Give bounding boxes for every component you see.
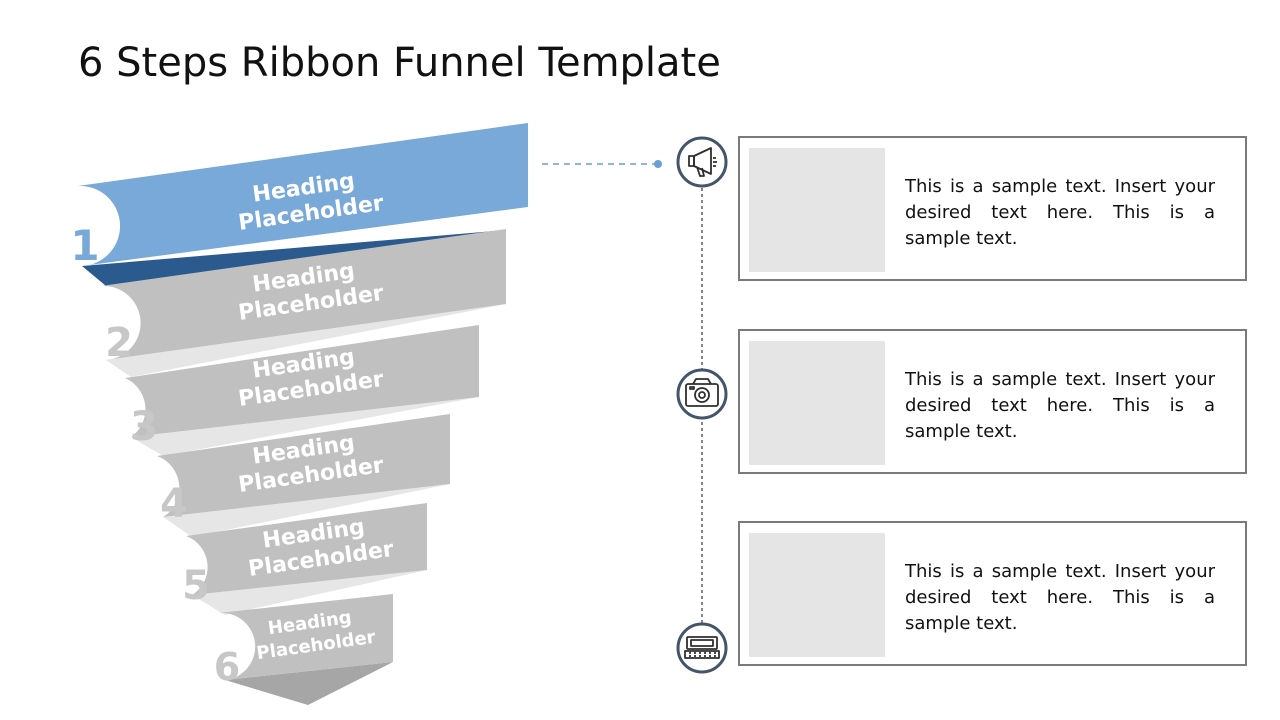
funnel-step-4-ribbon xyxy=(157,414,450,517)
card-text: This is a sample text. Insert your desir… xyxy=(905,369,1215,442)
funnel-step-2: Heading Placeholder 2 xyxy=(82,229,506,366)
text-card-1: This is a sample text. Insert your desir… xyxy=(738,136,1247,281)
slide-title: 6 Steps Ribbon Funnel Template xyxy=(78,40,721,86)
camera-icon xyxy=(685,378,719,407)
funnel-step-6: Heading Placeholder 6 xyxy=(192,570,427,689)
funnel-step-6-ribbon xyxy=(218,594,393,680)
megaphone-icon xyxy=(688,147,717,177)
cash-register-icon xyxy=(684,636,720,659)
funnel-step-3-ribbon xyxy=(125,325,479,437)
timeline-icon-1-badge xyxy=(676,136,728,188)
funnel-step-1: Heading Placeholder 1 xyxy=(70,123,528,270)
funnel-step-1-ribbon xyxy=(78,123,528,266)
timeline-icon-2 xyxy=(676,368,728,420)
timeline xyxy=(542,136,728,674)
funnel-step-3-fold xyxy=(106,304,506,377)
funnel-step-4-fold xyxy=(131,397,479,456)
image-placeholder xyxy=(749,341,885,465)
funnel-bottom-tip xyxy=(225,662,393,705)
funnel-step-3: Heading Placeholder 3 xyxy=(106,304,506,450)
funnel-step-5: Heading Placeholder 5 xyxy=(163,484,450,609)
funnel-step-4-number: 4 xyxy=(160,481,188,527)
timeline-icon-3 xyxy=(676,622,728,674)
funnel-step-6-number: 6 xyxy=(214,645,240,689)
funnel-step-2-ribbon xyxy=(101,229,506,360)
text-card-3: This is a sample text. Insert your desir… xyxy=(738,521,1247,666)
image-placeholder xyxy=(749,148,885,272)
funnel-step-4: Heading Placeholder 4 xyxy=(131,397,479,527)
funnel-step-5-fold xyxy=(163,484,450,537)
card-text: This is a sample text. Insert your desir… xyxy=(905,176,1215,249)
connector-dot xyxy=(654,160,662,168)
funnel-step-6-fold xyxy=(192,570,427,615)
funnel-step-1-number: 1 xyxy=(70,221,99,270)
card-text: This is a sample text. Insert your desir… xyxy=(905,561,1215,634)
ribbon-funnel: Heading Placeholder 6 Heading Placeholde… xyxy=(70,123,528,705)
image-placeholder xyxy=(749,533,885,657)
funnel-step-5-number: 5 xyxy=(182,563,210,609)
funnel-step-2-number: 2 xyxy=(105,320,133,366)
text-card-2: This is a sample text. Insert your desir… xyxy=(738,329,1247,474)
funnel-step-3-number: 3 xyxy=(130,404,158,450)
timeline-icon-3-badge xyxy=(676,622,728,674)
timeline-icon-1 xyxy=(676,136,728,188)
funnel-step-5-ribbon xyxy=(186,503,427,595)
